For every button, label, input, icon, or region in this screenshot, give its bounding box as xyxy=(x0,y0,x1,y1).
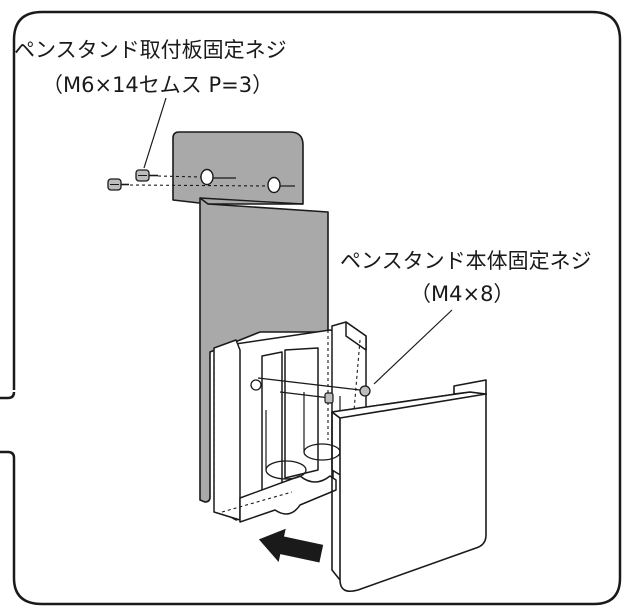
mount-plate-screw-spec: （M6×14セムス P=3） xyxy=(42,73,274,97)
mount-plate-screw-label: ペンスタンド取付板固定ネジ xyxy=(14,38,287,62)
body-screw-upper xyxy=(250,377,371,397)
plate-hole-left xyxy=(200,168,214,186)
mount-plate-upper xyxy=(172,131,304,205)
leader-body-screw xyxy=(373,309,453,385)
hidden-edges xyxy=(213,330,361,513)
mount-plate-edge xyxy=(199,197,304,205)
frame-tab-upper xyxy=(0,391,16,400)
front-cover xyxy=(331,379,487,593)
frame-tab-lower xyxy=(0,450,16,459)
guide-line-lower xyxy=(129,184,269,187)
mount-screw-upper xyxy=(135,169,158,182)
body-screw-label: ペンスタンド本体固定ネジ xyxy=(340,249,592,273)
mount-screw-lower xyxy=(107,178,129,191)
body-screw-lower xyxy=(279,391,334,404)
body-screw-spec: （M4×8） xyxy=(410,282,515,306)
leader-mount-screw xyxy=(143,97,167,169)
plate-hole-right xyxy=(267,176,281,194)
guide-line-upper xyxy=(157,175,202,178)
arrow-right-icon xyxy=(258,528,324,563)
frame-border xyxy=(12,10,622,606)
